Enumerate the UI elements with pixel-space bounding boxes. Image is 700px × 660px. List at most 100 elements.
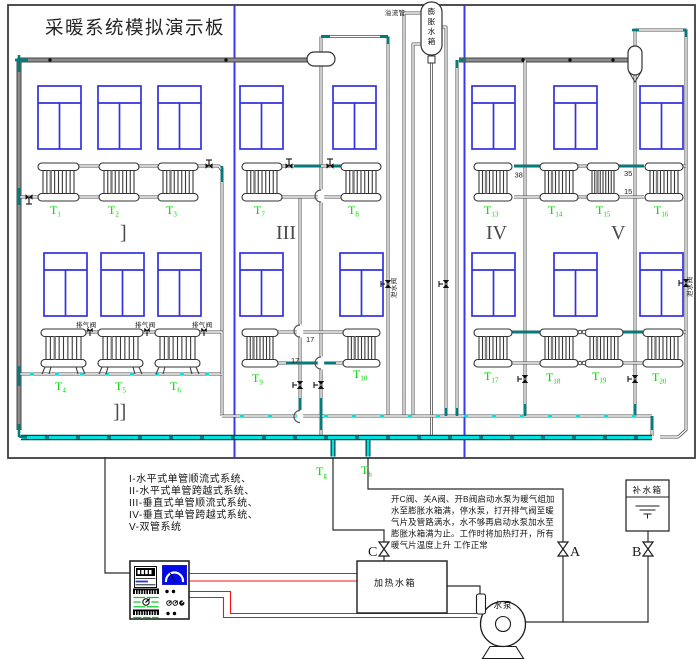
- fittings-shape: [568, 58, 572, 62]
- radiator-shape: [340, 192, 382, 202]
- sensor-tag: T20: [652, 370, 667, 386]
- window: [239, 85, 284, 150]
- sensor-tag: T18: [546, 370, 561, 386]
- electric-wires: [188, 572, 478, 619]
- terminal-strips-shape: [135, 590, 157, 595]
- radiator-shape: [97, 358, 144, 368]
- radiators: [37, 162, 684, 375]
- valve-C[interactable]: [377, 541, 391, 557]
- radiator-shape: [342, 328, 381, 338]
- legend: I-水平式单管顺流式系统、 II-水平式单管跨越式系统、 III-垂直式单管顺流…: [129, 472, 258, 533]
- sensor-tag: Tg: [316, 464, 327, 480]
- board-border: [7, 4, 696, 459]
- panel-lamps-shape: [172, 611, 177, 616]
- valve-A[interactable]: [556, 541, 570, 557]
- electric-wires-shape: [188, 590, 478, 615]
- radiator-shape: [138, 366, 143, 375]
- radiator: [154, 328, 201, 375]
- legend-line-2: II-水平式单管跨越式系统、: [129, 484, 255, 497]
- radiator: [342, 328, 381, 368]
- radiator: [97, 328, 144, 375]
- radiator-shape: [644, 192, 684, 202]
- valve-B[interactable]: [641, 541, 655, 557]
- overflow-pipe-label: 溢流管: [385, 8, 406, 17]
- fittings-shape: [384, 280, 392, 288]
- radiator-shape: [241, 358, 279, 368]
- panel-lamps-shape: [166, 611, 170, 616]
- radiator-shape: [539, 192, 579, 202]
- sensor-tag: T14: [548, 203, 563, 219]
- sensor-tag: T17: [484, 369, 499, 385]
- panel-switches[interactable]: [166, 600, 185, 606]
- makeup-tank: [625, 479, 670, 532]
- fittings-shape: [611, 58, 615, 62]
- radiator-shape: [157, 192, 199, 202]
- section-label-IV: IV: [486, 222, 508, 244]
- pipe-network-shape: [634, 29, 687, 438]
- analog-gauge-shape: [164, 571, 185, 583]
- sensor-tag: T6: [170, 379, 181, 395]
- radiator-shape: [473, 328, 513, 338]
- panel-knob[interactable]: [142, 598, 151, 606]
- window: [471, 85, 516, 150]
- sensor-tag-shape: T: [484, 203, 492, 217]
- radiator-shape: [642, 328, 684, 338]
- radiator-shape: [342, 358, 381, 368]
- radiator-shape: [473, 192, 513, 202]
- window: [332, 85, 377, 150]
- drain-valve-label-1: 泄水阀: [389, 278, 398, 298]
- fittings-shape: [296, 381, 304, 389]
- pipe-size-17b: 17: [291, 356, 299, 365]
- radiator-shape: [584, 328, 624, 338]
- windows: [37, 85, 684, 317]
- fittings-shape: [442, 280, 450, 288]
- expansion-tank-label-shape: 箱: [428, 36, 436, 46]
- radiator-shape: [157, 162, 199, 172]
- sensor-tag: T15: [596, 203, 611, 219]
- fittings-shape: [293, 324, 301, 338]
- sensor-tag-shape: T: [654, 203, 662, 217]
- sensor-tag-shape: T: [50, 203, 58, 217]
- fittings-shape: [296, 324, 304, 338]
- sensor-tag-shape: T: [348, 203, 356, 217]
- sensor-tag-shape: T: [252, 371, 260, 385]
- sensor-tag-shape: T: [546, 370, 554, 384]
- fittings-shape: [521, 58, 525, 62]
- electric-wires-shape: [188, 596, 478, 619]
- drain-valve-label-2: 泄水阀: [685, 277, 694, 297]
- instruction-line-3: 气片及管路满水，水不够再启动水泵加水至: [391, 517, 554, 527]
- supply-line-pot: [306, 51, 336, 67]
- fittings-shape: [224, 58, 228, 62]
- sensor-tag-shape: 5: [122, 387, 126, 395]
- radiator-shape: [97, 328, 144, 338]
- fittings-shape: [317, 381, 325, 389]
- sensor-tag-shape: T: [170, 379, 178, 393]
- radiator: [37, 162, 80, 202]
- fittings-shape: [296, 410, 304, 423]
- section-label-III: III: [276, 222, 296, 244]
- board-title: 采暖系统模拟演示板: [45, 18, 225, 39]
- main-valves[interactable]: [377, 541, 655, 557]
- window: [97, 85, 142, 150]
- fittings-shape: [581, 329, 587, 335]
- operating-instructions: 开C阀、关A阀、开B阀启动水泵为暖气组加 水至膨胀水箱满，停水泵，打开排气阀至暖…: [391, 494, 555, 550]
- pipe-network-shape: [412, 43, 421, 416]
- instruction-line-1: 开C阀、关A阀、开B阀启动水泵为暖气组加: [391, 494, 555, 504]
- sensor-tag-shape: T: [316, 464, 324, 478]
- expansion-tank-label: 膨胀水箱: [428, 6, 436, 46]
- air-collector-capsule: [627, 45, 643, 76]
- sensor-tag-shape: 20: [659, 378, 667, 386]
- water-level-icon: [635, 505, 660, 519]
- panel-wiring: [133, 596, 159, 619]
- sensor-tag-shape: 2: [115, 211, 119, 219]
- board-frame: [7, 4, 696, 459]
- window: [100, 252, 145, 317]
- radiator: [241, 162, 283, 202]
- radiator-shape: [132, 366, 136, 375]
- radiator-shape: [37, 162, 80, 172]
- sensor-tag-shape: 17: [491, 377, 499, 385]
- sensor-tag: T19: [592, 369, 607, 385]
- expansion-tank-fitting: [427, 55, 436, 64]
- air-valve-label-1: 排气阀: [76, 320, 96, 329]
